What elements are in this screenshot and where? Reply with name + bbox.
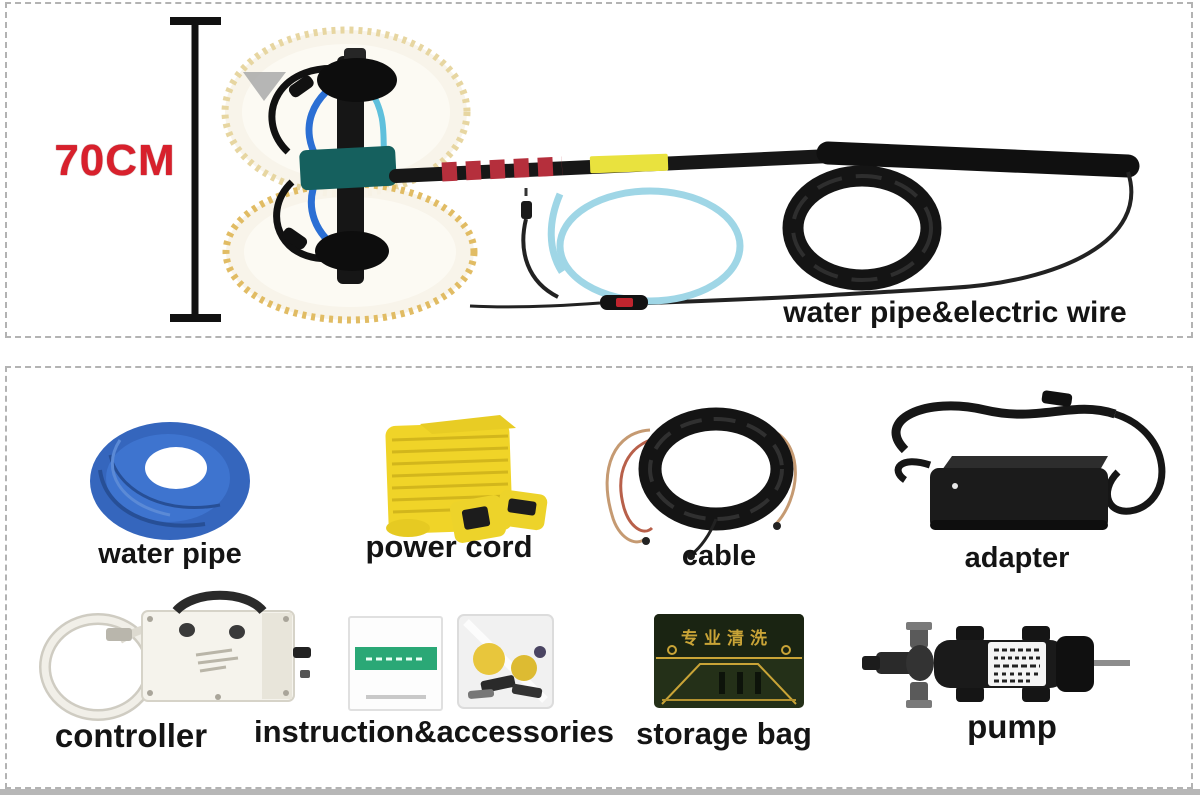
pump-label: pump bbox=[967, 708, 1057, 745]
cable-illustration bbox=[605, 407, 797, 560]
power-cord-label: power cord bbox=[365, 529, 533, 564]
water-pipe-illustration bbox=[90, 422, 250, 540]
cable-label: cable bbox=[681, 540, 757, 572]
adapter-label: adapter bbox=[964, 542, 1070, 574]
telescopic-pole-photo bbox=[389, 141, 1140, 305]
adapter-illustration bbox=[891, 390, 1166, 530]
measurement-line bbox=[170, 17, 221, 322]
water-pipe-label: water pipe bbox=[98, 538, 242, 570]
storage-bag-label: storage bag bbox=[636, 716, 812, 751]
water-pipe-electric-wire-photo bbox=[469, 165, 942, 310]
power-cord-illustration bbox=[385, 415, 548, 543]
bottom-crop-strip bbox=[0, 789, 1200, 795]
storage-bag-print-text: 专业清洗 bbox=[681, 629, 773, 648]
pump-illustration bbox=[862, 622, 1130, 708]
brush-head-photo bbox=[221, 26, 478, 324]
watermark-triangle-icon bbox=[243, 72, 286, 101]
measurement-label: 70CM bbox=[54, 136, 176, 185]
instruction-accessories-illustration bbox=[348, 614, 554, 711]
instruction-accessories-label: instruction&accessories bbox=[253, 714, 615, 749]
controller-illustration bbox=[39, 590, 311, 721]
controller-label: controller bbox=[54, 717, 208, 754]
storage-bag-illustration bbox=[654, 614, 804, 708]
top-caption: water pipe&electric wire bbox=[783, 296, 1127, 329]
